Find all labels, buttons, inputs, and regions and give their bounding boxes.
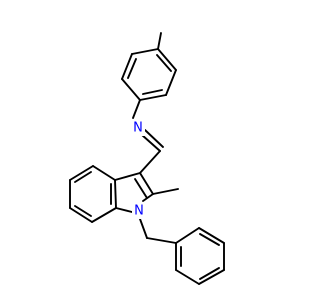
benzyl-group bbox=[139, 218, 177, 244]
bond-ph-2 bbox=[198, 227, 225, 244]
bond-c3a-c3 bbox=[114, 172, 141, 181]
bond-tolyl-2 bbox=[165, 69, 177, 96]
methyl-group-c2 bbox=[152, 188, 179, 195]
bond-benz-5 bbox=[91, 207, 117, 223]
bond-tolyl-inner-2 bbox=[142, 89, 163, 95]
bond-tolyl-6 bbox=[131, 48, 159, 55]
bond-ch2-phenyl bbox=[146, 237, 177, 244]
bond-tolyl-inner-3 bbox=[127, 58, 137, 79]
imine-linker bbox=[132, 99, 164, 174]
indole-benzene-ring bbox=[69, 165, 117, 223]
structure-canvas: N N bbox=[69, 32, 225, 285]
bond-c7a-c3a bbox=[114, 179, 117, 209]
bond-tolyl-5 bbox=[121, 53, 133, 80]
bond-ph-inner-2 bbox=[199, 267, 220, 280]
bond-n1-c7a bbox=[115, 207, 133, 213]
bond-ph-4 bbox=[198, 269, 225, 285]
chemical-structure-diagram: N N bbox=[69, 32, 225, 285]
bond-c3-c2 bbox=[139, 172, 154, 195]
bond-methyl-c2 bbox=[152, 188, 179, 195]
atom-label-indole-nitrogen: N bbox=[132, 203, 146, 219]
bond-ph-inner-1 bbox=[199, 233, 220, 246]
imine-nitrogen-label: N bbox=[133, 121, 143, 136]
indole-pyrrole-ring bbox=[114, 172, 154, 213]
bond-imine-double-1 bbox=[144, 129, 164, 148]
atom-label-imine-nitrogen: N bbox=[131, 120, 145, 136]
bond-aryl-n bbox=[132, 99, 141, 119]
bond-tolyl-1 bbox=[157, 48, 177, 71]
bond-c2-n1 bbox=[142, 193, 154, 202]
bond-ph-5 bbox=[175, 269, 200, 285]
tolyl-ring bbox=[121, 48, 177, 101]
bond-benz-inner-3 bbox=[74, 205, 92, 217]
benzyl-phenyl-ring bbox=[175, 227, 225, 285]
bond-benz-1 bbox=[92, 165, 116, 181]
indole-nitrogen-label: N bbox=[134, 204, 144, 219]
bond-n1-ch2 bbox=[139, 218, 148, 239]
bond-benz-inner-2 bbox=[74, 171, 92, 183]
methyl-group-top bbox=[157, 32, 162, 50]
bond-methyl-top bbox=[157, 32, 162, 50]
bond-tolyl-inner-1 bbox=[156, 54, 172, 72]
bond-c3-c2-inner bbox=[134, 178, 148, 199]
bond-benz-4 bbox=[69, 207, 93, 223]
bond-imine-double-2 bbox=[141, 134, 161, 152]
bond-tolyl-3 bbox=[139, 94, 167, 101]
bond-ph-1 bbox=[175, 227, 200, 244]
bond-tolyl-4 bbox=[121, 78, 141, 101]
bond-benz-2 bbox=[69, 165, 94, 181]
bond-ch-c3 bbox=[139, 150, 161, 174]
